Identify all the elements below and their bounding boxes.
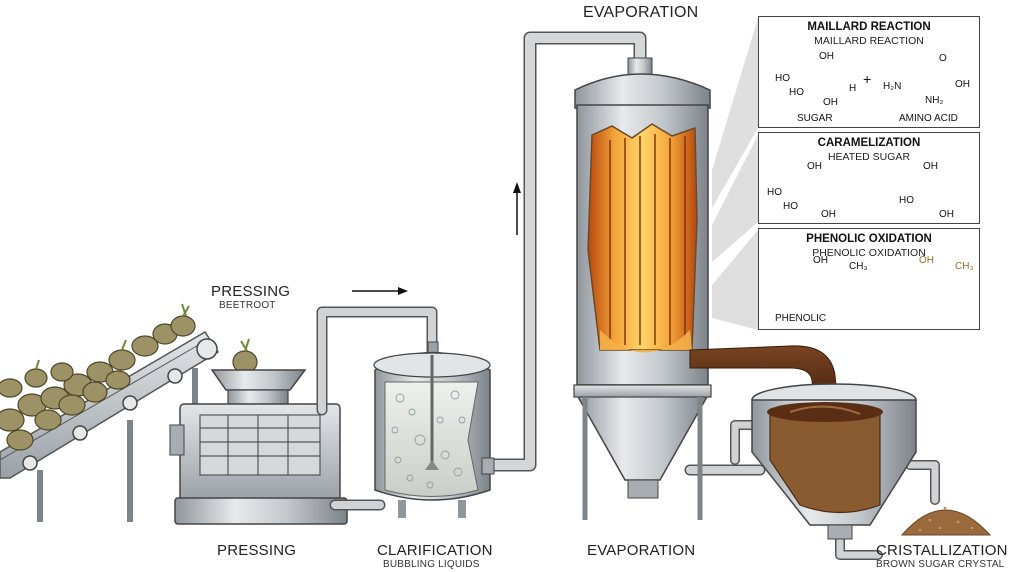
phenolic-label: PHENOLIC xyxy=(775,313,827,324)
bubbles xyxy=(391,390,466,489)
pipework xyxy=(316,31,940,560)
maillard-amino-o: O xyxy=(939,53,947,64)
cristallization-label: CRISTALLIZATION xyxy=(876,542,1008,559)
callout-wedges xyxy=(712,18,758,330)
phenolic-panel: PHENOLIC OXIDATION PHENOLIC OXIDATION OH… xyxy=(758,228,980,330)
clarification-tank xyxy=(373,341,495,518)
phenolic-right-ch3: CH₃ xyxy=(955,261,974,272)
maillard-subtitle: MAILLARD REACTION xyxy=(814,35,924,47)
caramelization-subtitle: HEATED SUGAR xyxy=(827,151,911,163)
maillard-amino-oh: OH xyxy=(955,79,970,90)
caramel-left-oh-top: OH xyxy=(807,161,822,172)
cristallization-sub-label: BROWN SUGAR CRYSTAL xyxy=(876,559,1005,570)
phenolic-title: PHENOLIC OXIDATION xyxy=(806,233,932,245)
evaporation-top-label: EVAPORATION xyxy=(583,4,699,21)
maillard-amino-label: AMINO ACID xyxy=(899,113,958,124)
clarification-sub-label: BUBBLING LIQUIDS xyxy=(383,559,480,570)
caramel-right-ho: HO xyxy=(899,195,914,206)
maillard-sugar-ho-bottom: HO xyxy=(789,87,804,98)
caramel-right-oh-top: OH xyxy=(923,161,938,172)
caramel-left-oh-bottom: OH xyxy=(821,209,836,220)
maillard-sugar-oh-top: OH xyxy=(819,51,834,62)
press-machine xyxy=(169,369,348,525)
beet-leaves xyxy=(35,303,250,370)
beetroot-pile xyxy=(0,315,258,451)
pressing-sub-label: BEETROOT xyxy=(219,300,276,311)
maillard-sugar-h: H xyxy=(849,83,857,94)
flow-arrow-up xyxy=(513,182,521,235)
maillard-title: MAILLARD REACTION xyxy=(807,21,931,33)
maillard-wedge xyxy=(712,18,758,208)
caramelization-title: CARAMELIZATION xyxy=(817,137,921,149)
crystallization-vessel xyxy=(751,383,917,540)
phenolic-subtitle: PHENOLIC OXIDATION xyxy=(812,247,926,259)
phenolic-left-ch3: CH₃ xyxy=(849,261,868,272)
phenolic-wedge xyxy=(712,230,758,330)
maillard-amino-h2n: H₂N xyxy=(883,81,902,92)
flow-arrow-right xyxy=(352,287,408,295)
conveyor-rollers xyxy=(22,338,218,471)
evaporation-bottom-label: EVAPORATION xyxy=(587,542,696,559)
conveyor xyxy=(0,303,258,522)
maillard-sugar-oh-bottom: OH xyxy=(823,97,838,108)
pressing-top-label: PRESSING xyxy=(211,283,291,300)
caramel-wedge xyxy=(712,135,758,262)
phenolic-left-oh: OH xyxy=(813,255,828,266)
maillard-sugar-ho-left: HO xyxy=(775,73,790,84)
maillard-plus: + xyxy=(863,71,872,87)
phenolic-right-oh: OH xyxy=(919,255,934,266)
pressing-bottom-label: PRESSING xyxy=(217,542,297,559)
evaporator-column xyxy=(573,57,712,520)
brown-sugar-pile xyxy=(900,506,992,536)
maillard-panel: MAILLARD REACTION MAILLARD REACTION OH H… xyxy=(758,16,980,128)
caramelization-panel: CARAMELIZATION HEATED SUGAR OH HO HO OH … xyxy=(758,132,980,224)
caramel-left-ho: HO xyxy=(767,187,782,198)
caramel-right-oh-bottom: OH xyxy=(939,209,954,220)
clarification-label: CLARIFICATION xyxy=(377,542,493,559)
caramel-left-ho-bottom: HO xyxy=(783,201,798,212)
maillard-sugar-label: SUGAR xyxy=(797,113,833,124)
maillard-amino-nh2: NH₂ xyxy=(925,95,944,106)
